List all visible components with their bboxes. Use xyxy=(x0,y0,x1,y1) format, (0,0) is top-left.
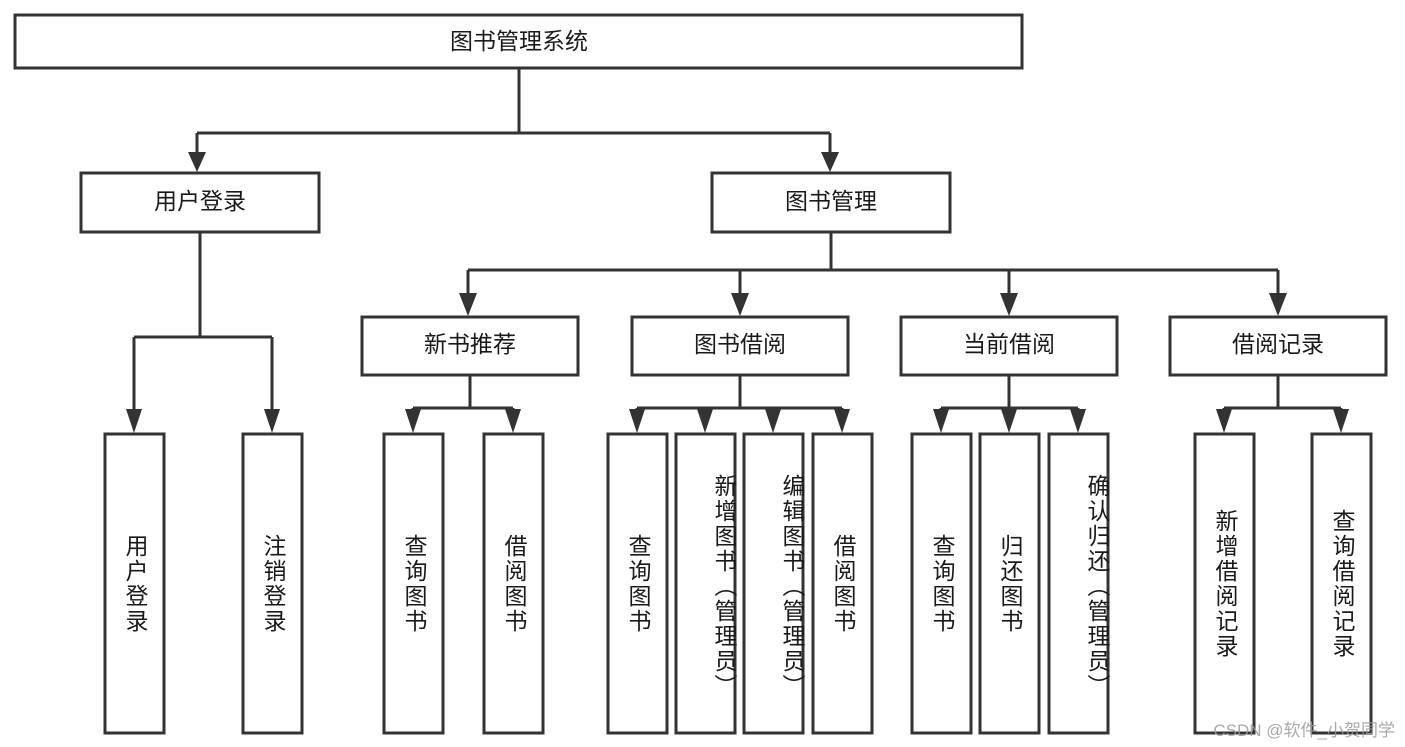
arrow-currentborrow-l3 xyxy=(1070,409,1086,433)
arrow-borrowrecord-l1 xyxy=(1216,409,1232,433)
leaf-box-user-login-1[interactable] xyxy=(103,432,166,735)
user-login-label: 用户登录 xyxy=(154,188,246,214)
leaf-box-book-borrow-1[interactable] xyxy=(606,432,669,735)
leaf-box-new-book-2[interactable] xyxy=(482,432,545,735)
borrow-record-box xyxy=(1168,315,1388,377)
leaf-box-borrow-record-1[interactable] xyxy=(1193,432,1256,735)
node-user-login[interactable]: 用户登录 xyxy=(79,171,321,234)
book-management-box xyxy=(710,171,952,234)
watermark: CSDN @软件_小贺同学 xyxy=(1213,721,1395,740)
root-label: 图书管理系统 xyxy=(450,28,588,54)
node-borrow-record[interactable]: 借阅记录 xyxy=(1168,315,1388,377)
arrow-bookmgmt-c2 xyxy=(731,293,749,316)
leaf-box-current-borrow-2[interactable] xyxy=(978,432,1041,735)
arrow-root-to-userlogin xyxy=(188,152,206,172)
book-management-label: 图书管理 xyxy=(785,188,877,214)
arrow-newbook-l2 xyxy=(505,409,521,433)
leaf-box-new-book-1[interactable] xyxy=(382,432,445,735)
current-borrow-label: 当前借阅 xyxy=(963,331,1055,357)
arrow-bookmgmt-c3 xyxy=(1000,293,1018,316)
node-new-book-recommend[interactable]: 新书推荐 xyxy=(360,315,580,377)
new-book-recommend-box xyxy=(360,315,580,377)
arrow-borrowrecord-l2 xyxy=(1333,409,1349,433)
arrow-root-to-bookmgmt xyxy=(821,152,839,172)
arrow-bookmgmt-c1 xyxy=(459,293,477,316)
borrow-record-label: 借阅记录 xyxy=(1232,331,1324,357)
leaf-box-book-borrow-4[interactable] xyxy=(811,432,874,735)
arrow-bookborrow-l2 xyxy=(697,409,713,433)
node-book-borrow[interactable]: 图书借阅 xyxy=(630,315,850,377)
arrow-bookborrow-l4 xyxy=(834,409,850,433)
node-root[interactable]: 图书管理系统 xyxy=(13,13,1024,70)
root-box xyxy=(13,13,1024,70)
current-borrow-box xyxy=(899,315,1119,377)
arrow-bookborrow-l1 xyxy=(629,409,645,433)
node-book-management[interactable]: 图书管理 xyxy=(710,171,952,234)
leaf-box-current-borrow-3[interactable] xyxy=(1047,432,1110,735)
arrow-currentborrow-l2 xyxy=(1001,409,1017,433)
leaf-box-book-borrow-2[interactable] xyxy=(674,432,737,735)
leaf-box-user-login-2[interactable] xyxy=(241,432,304,735)
arrow-userlogin-leaf2 xyxy=(264,409,280,433)
new-book-recommend-label: 新书推荐 xyxy=(424,331,516,357)
arrow-currentborrow-l1 xyxy=(933,409,949,433)
arrow-newbook-l1 xyxy=(405,409,421,433)
book-borrow-label: 图书借阅 xyxy=(694,331,786,357)
book-borrow-box xyxy=(630,315,850,377)
leaf-box-current-borrow-1[interactable] xyxy=(910,432,973,735)
leaf-box-borrow-record-2[interactable] xyxy=(1310,432,1373,735)
arrow-userlogin-leaf1 xyxy=(126,409,142,433)
arrow-bookborrow-l3 xyxy=(765,409,781,433)
arrow-bookmgmt-c4 xyxy=(1269,293,1287,316)
leaf-box-book-borrow-3[interactable] xyxy=(742,432,805,735)
node-current-borrow[interactable]: 当前借阅 xyxy=(899,315,1119,377)
